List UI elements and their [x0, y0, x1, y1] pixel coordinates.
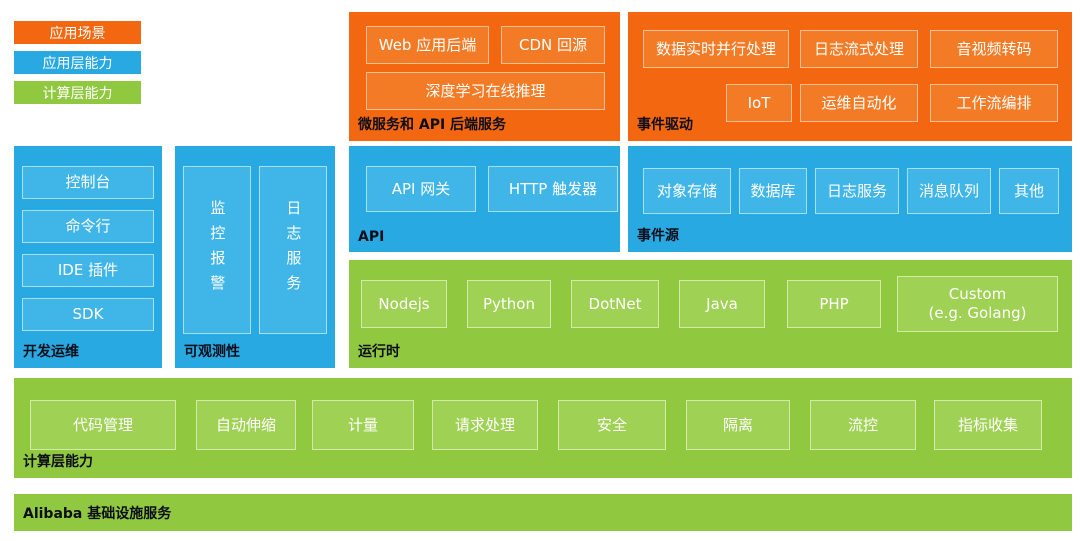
- block-runtime: Nodejs Python DotNet Java PHP Custom (e.…: [349, 260, 1072, 368]
- item-auto-scaling: 自动伸缩: [196, 400, 296, 450]
- item-realtime-parallel-processing: 数据实时并行处理: [643, 30, 789, 68]
- item-metering: 计量: [312, 400, 414, 450]
- block-infrastructure: Alibaba 基础设施服务: [14, 494, 1072, 531]
- item-isolation: 隔离: [686, 400, 790, 450]
- block-title-observability: 可观测性: [184, 344, 240, 360]
- item-others: 其他: [999, 168, 1059, 214]
- block-title-runtime: 运行时: [358, 344, 400, 360]
- block-title-api: API: [358, 229, 385, 245]
- item-database: 数据库: [739, 168, 807, 214]
- item-monitoring-alerts: 监控报警: [183, 166, 251, 334]
- item-code-management: 代码管理: [30, 400, 176, 450]
- legend-item-app-scenarios: 应用场景: [14, 21, 141, 44]
- item-deep-learning-inference: 深度学习在线推理: [366, 72, 605, 110]
- legend-item-compute-layer: 计算层能力: [14, 81, 141, 104]
- item-message-queue: 消息队列: [907, 168, 991, 214]
- item-metrics-collection: 指标收集: [934, 400, 1042, 450]
- item-php: PHP: [787, 280, 881, 328]
- item-log-stream-processing: 日志流式处理: [800, 30, 918, 68]
- item-request-handling: 请求处理: [432, 400, 538, 450]
- block-observability: 监控报警 日志服务 可观测性: [175, 146, 335, 368]
- item-console: 控制台: [22, 166, 154, 199]
- item-iot: IoT: [726, 84, 792, 122]
- item-dotnet: DotNet: [571, 280, 659, 328]
- item-ops-automation: 运维自动化: [800, 84, 918, 122]
- item-web-app-backend: Web 应用后端: [366, 26, 489, 64]
- block-title-event-driven: 事件驱动: [637, 117, 693, 133]
- item-log-service-source: 日志服务: [815, 168, 899, 214]
- item-ide-plugin: IDE 插件: [22, 254, 154, 287]
- legend-item-app-layer: 应用层能力: [14, 51, 141, 74]
- item-flow-control: 流控: [810, 400, 916, 450]
- block-event-driven: 数据实时并行处理 日志流式处理 音视频转码 IoT 运维自动化 工作流编排 事件…: [628, 12, 1072, 141]
- block-title-event-sources: 事件源: [637, 228, 679, 244]
- block-devops: 控制台 命令行 IDE 插件 SDK 开发运维: [14, 146, 162, 368]
- item-security: 安全: [558, 400, 666, 450]
- item-custom-runtime: Custom (e.g. Golang): [897, 276, 1058, 332]
- block-compute-capabilities: 代码管理 自动伸缩 计量 请求处理 安全 隔离 流控 指标收集 计算层能力: [14, 378, 1072, 478]
- item-audio-video-transcoding: 音视频转码: [930, 30, 1058, 68]
- item-nodejs: Nodejs: [361, 280, 447, 328]
- item-object-storage: 对象存储: [643, 168, 731, 214]
- block-api: API 网关 HTTP 触发器 API: [349, 146, 620, 252]
- block-title-compute: 计算层能力: [23, 454, 93, 470]
- item-java: Java: [679, 280, 765, 328]
- block-title-microservices: 微服务和 API 后端服务: [358, 117, 507, 133]
- item-http-trigger: HTTP 触发器: [488, 166, 618, 212]
- block-event-sources: 对象存储 数据库 日志服务 消息队列 其他 事件源: [628, 146, 1072, 252]
- item-cli: 命令行: [22, 210, 154, 243]
- block-microservices-api-backend: Web 应用后端 CDN 回源 深度学习在线推理 微服务和 API 后端服务: [349, 12, 620, 141]
- item-cdn-origin: CDN 回源: [501, 26, 605, 64]
- block-title-devops: 开发运维: [23, 344, 79, 360]
- item-sdk: SDK: [22, 298, 154, 331]
- block-title-infrastructure: Alibaba 基础设施服务: [23, 505, 172, 522]
- item-workflow-orchestration: 工作流编排: [930, 84, 1058, 122]
- item-python: Python: [467, 280, 551, 328]
- item-api-gateway: API 网关: [366, 166, 476, 212]
- item-log-service: 日志服务: [259, 166, 327, 334]
